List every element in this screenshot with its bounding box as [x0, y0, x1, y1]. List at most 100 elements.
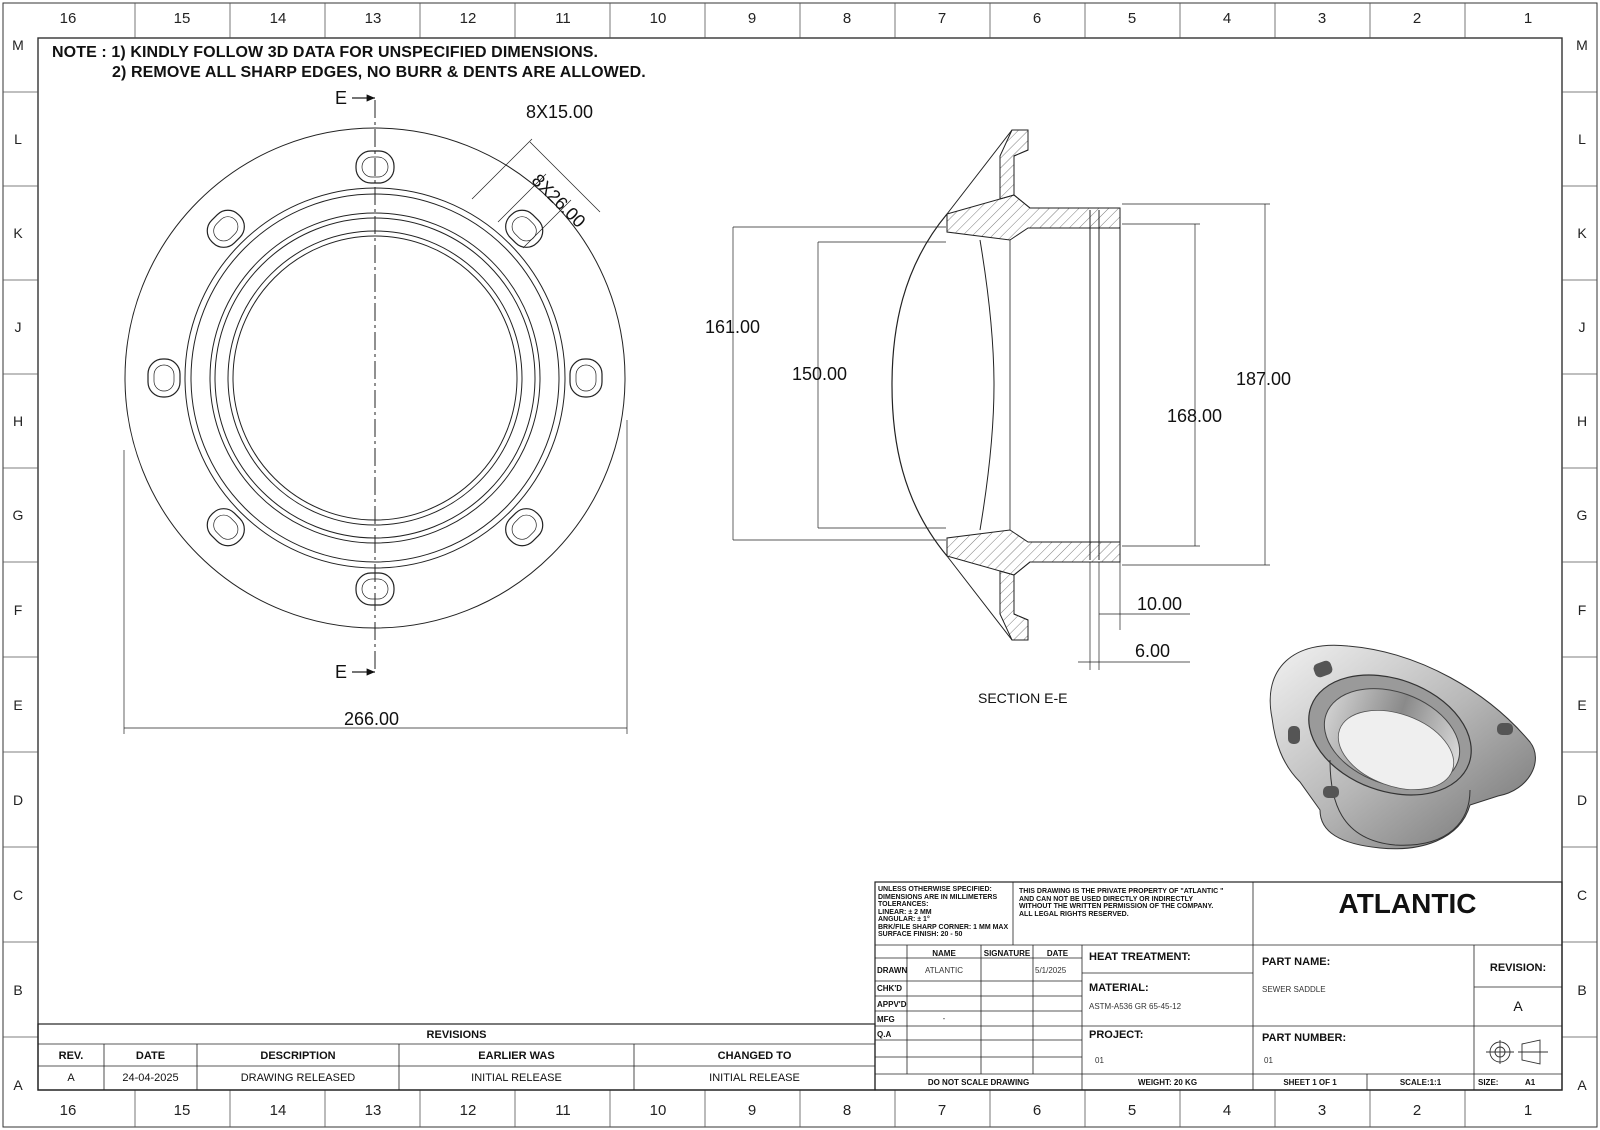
zone-col-bottom: 15 — [173, 1102, 191, 1119]
section-mark-bottom: E — [335, 662, 348, 682]
zone-row-left: J — [14, 319, 22, 335]
zone-col-top: 13 — [364, 10, 382, 27]
zone-row-left: B — [13, 982, 23, 998]
scale: SCALE:1:1 — [1399, 1078, 1442, 1087]
dim-168: 168.00 — [1167, 406, 1223, 426]
zone-row-right: A — [1577, 1077, 1587, 1093]
row-mfg: MFG — [877, 1015, 895, 1024]
zone-col-top: 16 — [59, 10, 77, 27]
do-not-scale: DO NOT SCALE DRAWING — [927, 1078, 1030, 1087]
sheet-count: SHEET 1 OF 1 — [1283, 1078, 1337, 1087]
zone-row-right: F — [1577, 602, 1587, 618]
row-qa: Q.A — [877, 1030, 892, 1039]
projection-symbol-icon — [1486, 1039, 1548, 1065]
zone-row-right: M — [1576, 37, 1588, 53]
zone-col-top: 2 — [1412, 10, 1422, 27]
revisions-cell: DRAWING RELEASED — [240, 1072, 356, 1084]
dim-slot-width: 8X15.00 — [526, 102, 594, 122]
dim-6: 6.00 — [1135, 641, 1171, 661]
note-line-2: 2) REMOVE ALL SHARP EDGES, NO BURR & DEN… — [112, 64, 646, 81]
zone-col-bottom: 3 — [1317, 1102, 1327, 1119]
zone-row-left: L — [14, 131, 22, 147]
revisions-cell: 24-04-2025 — [122, 1072, 179, 1084]
col-signature: SIGNATURE — [983, 949, 1031, 958]
part-name-label: PART NAME: — [1262, 956, 1331, 968]
isometric-part-render — [1269, 644, 1536, 850]
revisions-header-cell: DATE — [135, 1050, 166, 1062]
zone-col-top: 10 — [649, 10, 667, 27]
zone-row-right: C — [1576, 887, 1588, 903]
zone-col-top: 7 — [937, 10, 947, 27]
mfg-name: - — [942, 1014, 946, 1023]
part-name-value: SEWER SADDLE — [1262, 985, 1326, 994]
zone-col-bottom: 14 — [269, 1102, 287, 1119]
zone-col-top: 9 — [747, 10, 757, 27]
zone-col-top: 11 — [555, 10, 571, 27]
zone-col-top: 1 — [1523, 10, 1533, 27]
company-name: ATLANTIC — [1338, 888, 1477, 919]
drawn-name: ATLANTIC — [924, 966, 964, 975]
dim-150: 150.00 — [792, 364, 848, 384]
dim-161: 161.00 — [705, 317, 761, 337]
zone-col-top: 5 — [1127, 10, 1137, 27]
revisions-cell: A — [67, 1072, 75, 1084]
zone-col-bottom: 6 — [1032, 1102, 1042, 1119]
zone-row-left: G — [12, 507, 24, 523]
zone-col-bottom: 9 — [747, 1102, 757, 1119]
zone-row-right: H — [1576, 413, 1588, 429]
front-view — [123, 94, 628, 734]
zone-row-left: K — [13, 225, 23, 241]
col-date: DATE — [1046, 949, 1069, 958]
zone-row-left: C — [12, 887, 24, 903]
dim-overall-diameter: 266.00 — [344, 709, 400, 729]
revisions-cell: INITIAL RELEASE — [709, 1072, 800, 1084]
zone-col-top: 15 — [173, 10, 191, 27]
zone-col-bottom: 8 — [842, 1102, 852, 1119]
zone-col-bottom: 1 — [1523, 1102, 1533, 1119]
col-name: NAME — [932, 949, 956, 958]
zone-col-bottom: 12 — [459, 1102, 477, 1119]
zone-col-top: 12 — [459, 10, 477, 27]
revisions-cell: INITIAL RELEASE — [471, 1072, 562, 1084]
property-text: THIS DRAWING IS THE PRIVATE PROPERTY OF … — [1019, 888, 1224, 918]
section-mark-top: E — [335, 88, 348, 108]
row-chkd: CHK'D — [877, 984, 903, 993]
zone-col-bottom: 16 — [59, 1102, 77, 1119]
dim-187: 187.00 — [1236, 369, 1292, 389]
zone-col-bottom: 10 — [649, 1102, 667, 1119]
project-value: 01 — [1095, 1056, 1104, 1065]
zone-col-top: 4 — [1222, 10, 1232, 27]
title-block — [874, 881, 1563, 1091]
zone-col-top: 6 — [1032, 10, 1042, 27]
revision-label: REVISION: — [1489, 962, 1547, 974]
heat-treatment-label: HEAT TREATMENT: — [1089, 951, 1191, 963]
row-appvd: APPV'D — [877, 1000, 907, 1009]
zone-row-left: E — [13, 697, 23, 713]
zone-row-left: D — [12, 792, 24, 808]
zone-row-left: M — [12, 37, 24, 53]
revisions-header-cell: DESCRIPTION — [260, 1050, 336, 1062]
revision-value: A — [1513, 998, 1523, 1014]
zone-row-left: F — [13, 602, 23, 618]
zone-row-left: H — [12, 413, 24, 429]
note-line-1: NOTE : 1) KINDLY FOLLOW 3D DATA FOR UNSP… — [52, 44, 599, 61]
zone-row-right: B — [1577, 982, 1587, 998]
zone-col-bottom: 4 — [1222, 1102, 1232, 1119]
spec-text: UNLESS OTHERWISE SPECIFIED: DIMENSIONS A… — [878, 886, 1009, 938]
zone-row-left: A — [13, 1077, 23, 1093]
zone-col-top: 3 — [1317, 10, 1327, 27]
revisions-title: REVISIONS — [426, 1029, 487, 1041]
zone-col-bottom: 7 — [937, 1102, 947, 1119]
size-value: A1 — [1525, 1078, 1536, 1087]
revisions-table — [37, 1023, 876, 1091]
section-view — [732, 129, 1270, 670]
zone-row-right: J — [1578, 319, 1586, 335]
weight: WEIGHT: 20 KG — [1137, 1078, 1198, 1087]
project-label: PROJECT: — [1089, 1029, 1144, 1041]
zone-row-right: E — [1577, 697, 1587, 713]
revisions-header-cell: CHANGED TO — [717, 1050, 792, 1062]
section-title: SECTION E-E — [978, 690, 1068, 706]
zone-col-top: 14 — [269, 10, 287, 27]
